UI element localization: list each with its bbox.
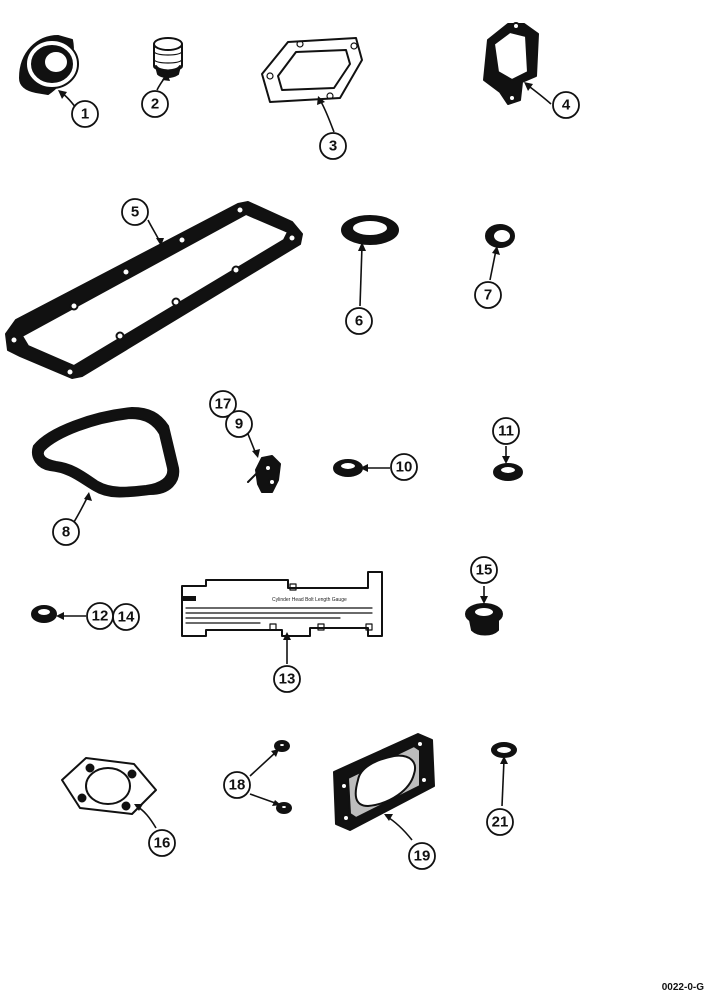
callout-9-number: 9 xyxy=(235,416,243,433)
callout-14-number: 14 xyxy=(118,609,135,626)
callout-5: 5 xyxy=(121,198,149,226)
callout-5-number: 5 xyxy=(131,204,139,221)
callout-13-number: 13 xyxy=(279,671,296,688)
callout-6-number: 6 xyxy=(355,313,363,330)
callout-3-number: 3 xyxy=(329,138,337,155)
callout-18: 18 xyxy=(223,771,251,799)
callout-17: 17 xyxy=(209,390,237,418)
part-19-port-gasket xyxy=(333,733,435,831)
callout-1-number: 1 xyxy=(81,106,89,123)
part-16-square-flange-gasket xyxy=(61,757,157,815)
callout-1: 1 xyxy=(71,100,99,128)
callout-21: 21 xyxy=(486,808,514,836)
part-1-seal xyxy=(19,35,79,95)
callout-19: 19 xyxy=(408,842,436,870)
callout-8-number: 8 xyxy=(62,524,70,541)
callout-10: 10 xyxy=(390,453,418,481)
callout-19-number: 19 xyxy=(414,848,431,865)
arrowheads xyxy=(56,72,533,821)
part-10-seal xyxy=(333,459,363,477)
part-8-rocker-cover-gasket xyxy=(32,407,180,498)
callout-17-number: 17 xyxy=(215,396,232,413)
callout-16-number: 16 xyxy=(154,835,171,852)
part-21-o-ring xyxy=(491,742,517,758)
part-4-port-gasket xyxy=(483,22,539,105)
part-3-flange-gasket xyxy=(261,37,363,103)
part-2-cup-plug xyxy=(153,37,183,78)
callout-7-number: 7 xyxy=(484,287,492,304)
callout-2-number: 2 xyxy=(151,96,159,113)
part-5-valve-cover-gasket xyxy=(5,201,303,379)
figure-code: 0022-0-G xyxy=(662,982,704,993)
part-9-clip xyxy=(247,455,281,493)
part-6-oil-seal xyxy=(341,215,399,245)
callout-15: 15 xyxy=(470,556,498,584)
callout-4: 4 xyxy=(552,91,580,119)
callout-7: 7 xyxy=(474,281,502,309)
callout-14: 14 xyxy=(112,603,140,631)
callout-8: 8 xyxy=(52,518,80,546)
part-11-seal xyxy=(493,463,523,481)
callout-10-number: 10 xyxy=(396,459,413,476)
callout-11-number: 11 xyxy=(498,423,514,440)
callout-3: 3 xyxy=(319,132,347,160)
callout-12: 12 xyxy=(86,602,114,630)
callout-9: 9 xyxy=(225,410,253,438)
callout-4-number: 4 xyxy=(562,97,571,114)
gauge-plate-heading: Cylinder Head Bolt Length Gauge xyxy=(272,597,347,603)
callout-6: 6 xyxy=(345,307,373,335)
part-13-bolt-length-gauge: Cylinder Head Bolt Length Gauge xyxy=(181,571,383,637)
callout-16: 16 xyxy=(148,829,176,857)
callout-13: 13 xyxy=(273,665,301,693)
callout-18-number: 18 xyxy=(229,777,246,794)
part-12-seal xyxy=(31,605,57,623)
callout-11: 11 xyxy=(492,417,520,445)
callout-12-number: 12 xyxy=(92,608,109,625)
part-18-washers xyxy=(274,740,292,814)
callout-21-number: 21 xyxy=(492,814,509,831)
callout-15-number: 15 xyxy=(476,562,493,579)
part-15-plug xyxy=(465,603,503,636)
callout-2: 2 xyxy=(141,90,169,118)
part-7-seal-ring xyxy=(485,224,515,248)
